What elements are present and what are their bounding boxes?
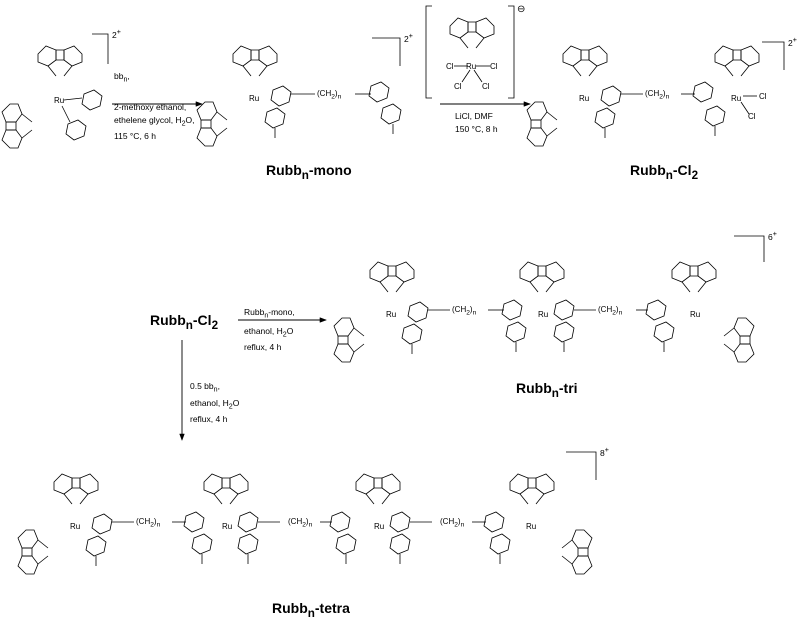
bracket-mono <box>372 37 401 66</box>
linker-tetra-2: (CH2)n <box>288 517 313 529</box>
linker-tri-1: (CH2)n <box>452 305 477 317</box>
charge-tri: 6+ <box>768 230 777 242</box>
atom-cl-reagent-2: Cl <box>490 62 498 71</box>
atom-cl-reagent-1: Cl <box>446 62 454 71</box>
atom-ru-start: Ru <box>54 96 65 105</box>
atom-cl-reagent-3: Cl <box>454 82 462 91</box>
step4-conditions: 0.5 bbn, ethanol, H2O reflux, 4 h <box>190 381 240 425</box>
atom-ru-tetra-b: Ru <box>222 522 233 531</box>
atom-ru-tri-a: Ru <box>386 310 397 319</box>
charge-start: 2+ <box>112 28 121 40</box>
compound-name-cl2-reactant: Rubbn-Cl2 <box>150 312 219 332</box>
atom-ru-cl2-b: Ru <box>731 94 742 103</box>
step2-conditions: LiCl, DMF 150 °C, 8 h <box>455 111 498 134</box>
bracket-start <box>92 33 109 64</box>
charge-cl2: 2+ <box>788 36 797 48</box>
atom-ru-tetra-a: Ru <box>70 522 81 531</box>
atom-cl-product-1: Cl <box>759 92 767 101</box>
cl2-complex-structure <box>526 45 760 147</box>
atom-cl-reagent-4: Cl <box>482 82 490 91</box>
step1-conditions: bbn, 2-methoxy ethanol, ethelene glycol,… <box>114 71 195 142</box>
atom-ru-reagent: Ru <box>466 62 477 71</box>
reagent-bracket-right <box>508 5 515 99</box>
atom-ru-tetra-c: Ru <box>374 522 385 531</box>
atom-ru-tri-c: Ru <box>690 310 701 319</box>
compound-name-cl2: Rubbn-Cl2 <box>630 162 699 182</box>
compound-name-tetra: Rubbn-tetra <box>272 600 350 620</box>
bracket-tetra <box>566 451 597 480</box>
compound-name-mono: Rubbn-mono <box>266 162 352 182</box>
compound-name-tri: Rubbn-tri <box>516 380 578 400</box>
bracket-cl2 <box>762 41 785 70</box>
bracket-tri <box>734 235 765 262</box>
charge-tetra: 8+ <box>600 446 609 458</box>
linker-tetra-1: (CH2)n <box>136 517 161 529</box>
step3-conditions: Rubbn-mono, ethanol, H2O reflux, 4 h <box>244 307 295 353</box>
linker-tetra-3: (CH2)n <box>440 517 465 529</box>
atom-ru-mono: Ru <box>249 94 260 103</box>
atom-cl-product-2: Cl <box>748 112 756 121</box>
linker-cl2: (CH2)n <box>645 89 670 101</box>
reagent-bracket-left <box>425 5 432 99</box>
reagent-anion-charge: ⊖ <box>517 4 526 15</box>
linker-mono: (CH2)n <box>317 89 342 101</box>
tri-complex-structure <box>333 261 755 363</box>
start-complex-structure <box>1 45 103 149</box>
linker-tri-2: (CH2)n <box>598 305 623 317</box>
charge-mono: 2+ <box>404 32 413 44</box>
reagent-ru-complex <box>449 17 495 83</box>
tetra-complex-structure <box>17 473 593 575</box>
atom-ru-tri-b: Ru <box>538 310 549 319</box>
atom-ru-tetra-d: Ru <box>526 522 537 531</box>
atom-ru-cl2-a: Ru <box>579 94 590 103</box>
mono-complex-structure <box>196 45 402 147</box>
